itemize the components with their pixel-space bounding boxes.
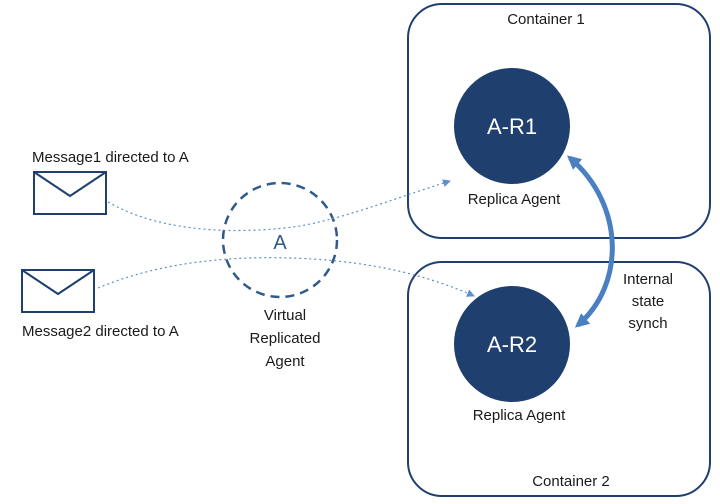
replica-2-id: A-R2 [487, 332, 537, 357]
message-1-label: Message1 directed to A [32, 149, 189, 166]
sync-label-line1: Internal [623, 271, 673, 288]
container-1-border [407, 3, 711, 239]
state-sync: Internal state synch [566, 155, 673, 332]
container-1-title: Container 1 [507, 11, 585, 28]
replica-2-label: Replica Agent [473, 407, 566, 424]
replica-1-id: A-R1 [487, 114, 537, 139]
message-2: Message2 directed to A [21, 257, 475, 340]
replica-1-label: Replica Agent [468, 191, 561, 208]
replica-1-circle [454, 68, 570, 184]
replica-2-circle [454, 286, 570, 402]
message-1-path [107, 179, 451, 232]
virtual-agent: A Virtual Replicated Agent [221, 181, 339, 370]
container-2-title: Container 2 [532, 473, 610, 490]
envelope-icon [33, 171, 107, 215]
envelope-icon [21, 269, 95, 313]
sync-label-line2: state [632, 293, 665, 310]
container-2-border [407, 261, 711, 497]
virtual-agent-label-line3: Agent [265, 353, 305, 370]
message-1: Message1 directed to A [32, 149, 451, 232]
sync-arrow [566, 155, 615, 328]
virtual-agent-label-line1: Virtual [264, 307, 306, 324]
replica-node-2: A-R2 Replica Agent [454, 286, 570, 424]
replica-node-1: A-R1 Replica Agent [454, 68, 570, 208]
virtual-agent-id: A [273, 232, 287, 254]
virtual-agent-circle [221, 181, 339, 299]
sync-label-line3: synch [628, 315, 667, 332]
container-1: Container 1 [407, 3, 711, 239]
message-2-label: Message2 directed to A [22, 323, 179, 340]
container-2: Container 2 [407, 261, 711, 497]
virtual-agent-label-line2: Replicated [250, 330, 321, 347]
message-2-path [97, 257, 475, 297]
